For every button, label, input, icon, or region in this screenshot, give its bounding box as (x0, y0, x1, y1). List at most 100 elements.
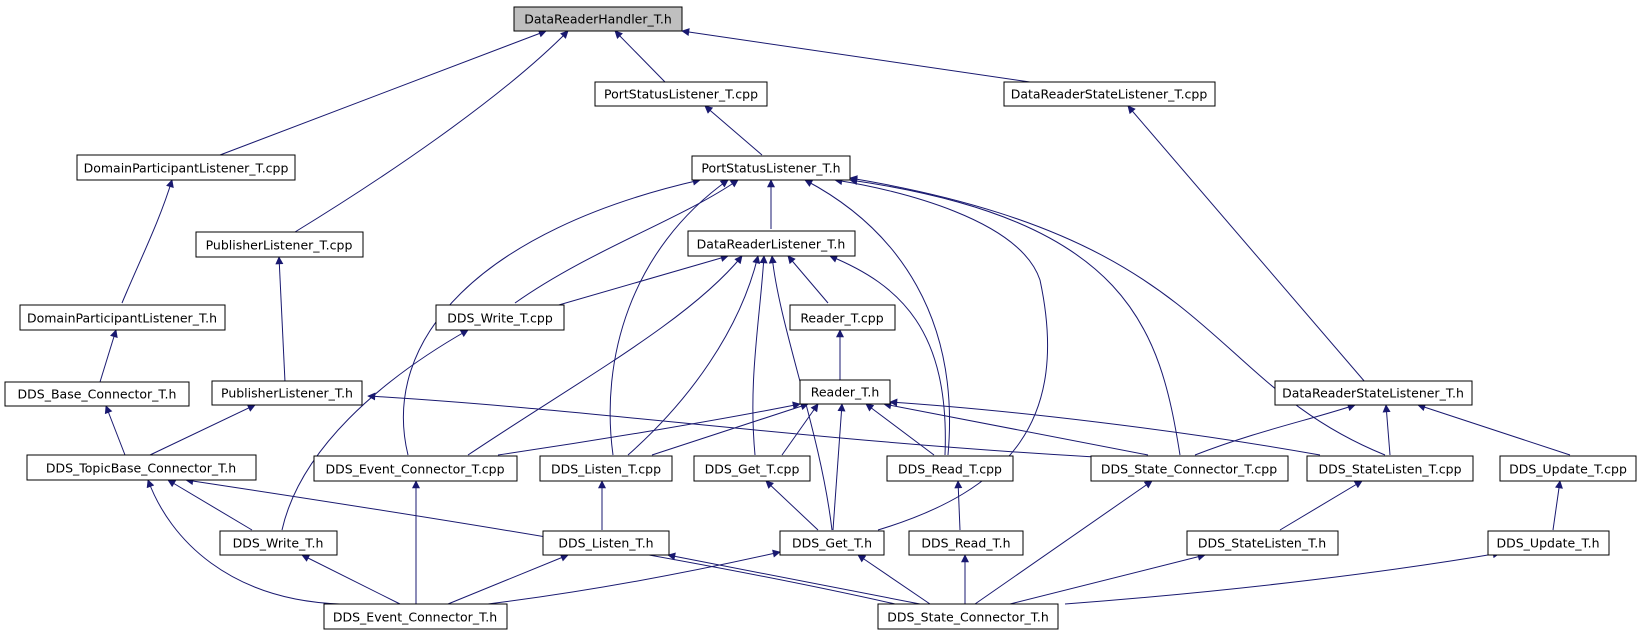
edge-dds-state-connector-cpp-to-publisher-listener-h (367, 392, 1096, 458)
node-label: DDS_Write_T.h (233, 536, 324, 551)
edge-dds-event-connector-cpp-to-port-status-listener-h (403, 177, 701, 456)
edge-dds-state-connector-h-to-dds-statelisten-h (1009, 552, 1206, 605)
node-label: DDS_Get_T.h (792, 536, 872, 551)
edge-dds-statelisten-h-to-cpp (1279, 480, 1363, 531)
edge-dds-read-cpp-to-data-reader-listener-h (829, 255, 946, 456)
edge-reader-cpp-to-data-reader-listener-h (787, 255, 829, 304)
node-label: DDS_State_Connector_T.cpp (1101, 462, 1277, 477)
edge-port-status-listener-h-to-cpp (704, 105, 763, 156)
node-dds-update-h[interactable]: DDS_Update_T.h (1487, 530, 1610, 556)
node-label: DataReaderHandler_T.h (524, 12, 672, 27)
edge-dds-write-cpp-to-data-reader-listener-h (537, 254, 729, 312)
node-label: Reader_T.h (811, 385, 880, 400)
node-label: DDS_Write_T.cpp (447, 311, 553, 326)
node-port-status-listener-h[interactable]: PortStatusListener_T.h (691, 155, 851, 181)
node-dds-update-cpp[interactable]: DDS_Update_T.cpp (1499, 455, 1637, 482)
node-data-reader-state-listener-cpp[interactable]: DataReaderStateListener_T.cpp (1003, 81, 1216, 107)
edge-dds-event-connector-cpp-to-data-reader-listener-h (467, 255, 743, 456)
edge-dds-state-connector-cpp-to-data-reader-state-listener-h (1194, 403, 1356, 456)
node-domain-participant-listener-h[interactable]: DomainParticipantListener_T.h (19, 304, 226, 331)
edge-dds-read-cpp-to-reader-h (865, 403, 935, 456)
edge-dds-state-connector-h-to-dds-listen-h (667, 552, 921, 605)
node-label: Reader_T.cpp (800, 311, 883, 326)
edges (99, 28, 1571, 605)
edge-domain-participant-listener-h-to-cpp (121, 179, 174, 304)
node-label: DomainParticipantListener_T.h (27, 311, 217, 326)
node-label: DDS_Event_Connector_T.cpp (325, 462, 504, 477)
edge-dds-update-cpp-to-data-reader-state-listener-h (1417, 403, 1571, 456)
node-label: DataReaderListener_T.h (697, 237, 846, 252)
node-label: DDS_State_Connector_T.h (887, 610, 1049, 625)
node-label: DataReaderStateListener_T.cpp (1011, 87, 1208, 102)
edge-publisher-listener-h-to-cpp (275, 256, 286, 383)
edge-dds-event-connector-h-to-dds-write-h (301, 554, 401, 605)
node-dds-event-connector-cpp[interactable]: DDS_Event_Connector_T.cpp (313, 455, 518, 482)
node-port-status-listener-cpp[interactable]: PortStatusListener_T.cpp (594, 81, 768, 107)
node-dds-listen-h[interactable]: DDS_Listen_T.h (542, 530, 670, 556)
edge-dds-event-connector-h-to-dds-topicbase-connector-h (146, 479, 341, 605)
node-label: DDS_Listen_T.h (558, 536, 653, 551)
nodes: DataReaderHandler_T.h PortStatusListener… (4, 6, 1637, 630)
edge-dds-read-cpp-to-port-status-listener-h (804, 179, 950, 456)
node-label: DDS_StateListen_T.cpp (1318, 462, 1461, 477)
edge-dds-listen-cpp-to-data-reader-listener-h (627, 255, 761, 456)
node-reader-h[interactable]: Reader_T.h (799, 379, 891, 405)
node-label: DDS_Read_T.h (921, 536, 1010, 551)
node-dds-write-cpp[interactable]: DDS_Write_T.cpp (435, 304, 565, 331)
edge-dds-state-connector-h-to-cpp (974, 480, 1153, 605)
node-dds-statelisten-cpp[interactable]: DDS_StateListen_T.cpp (1306, 455, 1474, 482)
edge-dds-state-connector-h-to-dds-get-h (857, 554, 931, 605)
node-label: PublisherListener_T.cpp (206, 238, 353, 253)
edge-publisher-listener-cpp-to-data-reader-handler (294, 30, 569, 233)
node-dds-write-h[interactable]: DDS_Write_T.h (219, 530, 338, 556)
edge-dds-event-connector-h-to-dds-get-h (487, 549, 781, 605)
edge-dds-update-h-to-cpp (1552, 480, 1563, 531)
node-dds-state-connector-cpp[interactable]: DDS_State_Connector_T.cpp (1090, 455, 1289, 482)
edge-dds-base-connector-h-to-domain-participant-listener-h (99, 329, 118, 383)
edge-dds-topicbase-connector-h-to-dds-base-connector-h (104, 405, 126, 456)
node-dds-statelisten-h[interactable]: DDS_StateListen_T.h (1186, 530, 1339, 556)
edge-dds-listen-cpp-to-port-status-listener-h (609, 179, 729, 456)
node-label: DDS_Event_Connector_T.h (333, 610, 497, 625)
edge-dds-statelisten-cpp-to-port-status-listener-h (849, 175, 1386, 456)
node-dds-get-cpp[interactable]: DDS_Get_T.cpp (693, 455, 811, 482)
edge-data-reader-state-listener-h-to-cpp (1127, 105, 1366, 383)
edge-dds-read-h-to-dds-read-cpp (954, 480, 963, 531)
node-dds-listen-cpp[interactable]: DDS_Listen_T.cpp (539, 455, 673, 482)
node-dds-topicbase-connector-h[interactable]: DDS_TopicBase_Connector_T.h (26, 454, 257, 481)
node-data-reader-state-listener-h[interactable]: DataReaderStateListener_T.h (1274, 380, 1473, 406)
node-domain-participant-listener-cpp[interactable]: DomainParticipantListener_T.cpp (76, 154, 296, 181)
node-dds-get-h[interactable]: DDS_Get_T.h (779, 530, 885, 556)
node-dds-read-h[interactable]: DDS_Read_T.h (908, 530, 1024, 556)
edge-dds-state-connector-cpp-to-reader-h (883, 401, 1149, 456)
node-label: PortStatusListener_T.cpp (604, 87, 758, 102)
edge-dds-topicbase-connector-h-to-publisher-listener-h (149, 404, 256, 456)
node-reader-cpp[interactable]: Reader_T.cpp (789, 304, 896, 331)
node-dds-state-connector-h[interactable]: DDS_State_Connector_T.h (877, 603, 1059, 630)
node-label: DomainParticipantListener_T.cpp (84, 161, 289, 176)
node-dds-event-connector-h[interactable]: DDS_Event_Connector_T.h (323, 603, 508, 630)
edge-dds-get-h-to-dds-get-cpp (765, 480, 819, 531)
node-label: DDS_Base_Connector_T.h (18, 387, 177, 402)
node-data-reader-handler-h[interactable]: DataReaderHandler_T.h (513, 6, 683, 32)
node-dds-base-connector-h[interactable]: DDS_Base_Connector_T.h (4, 381, 190, 407)
edge-dds-get-cpp-to-data-reader-listener-h (752, 255, 768, 456)
edge-dds-listen-cpp-to-reader-h (651, 402, 809, 456)
node-publisher-listener-h[interactable]: PublisherListener_T.h (211, 380, 363, 406)
node-publisher-listener-cpp[interactable]: PublisherListener_T.cpp (195, 231, 364, 258)
node-label: DataReaderStateListener_T.h (1282, 386, 1464, 401)
edge-dds-get-h-to-reader-h (832, 403, 846, 531)
edge-data-reader-state-listener-cpp-to-data-reader-handler (681, 28, 1031, 83)
node-dds-read-cpp[interactable]: DDS_Read_T.cpp (886, 455, 1014, 482)
edge-domain-participant-listener-cpp-to-data-reader-handler (219, 29, 547, 156)
edge-dds-state-connector-cpp-to-port-status-listener-h (849, 177, 1181, 456)
edge-port-status-listener-cpp-to-data-reader-handler (614, 30, 666, 83)
node-label: DDS_Listen_T.cpp (551, 462, 661, 477)
edge-dds-state-connector-h-to-dds-update-h (1064, 550, 1501, 605)
node-label: PortStatusListener_T.h (701, 161, 840, 176)
node-data-reader-listener-h[interactable]: DataReaderListener_T.h (687, 230, 856, 257)
edge-dds-get-cpp-to-reader-h (781, 403, 819, 456)
node-label: DDS_Read_T.cpp (898, 462, 1002, 477)
edge-dds-statelisten-cpp-to-reader-h (889, 398, 1321, 456)
